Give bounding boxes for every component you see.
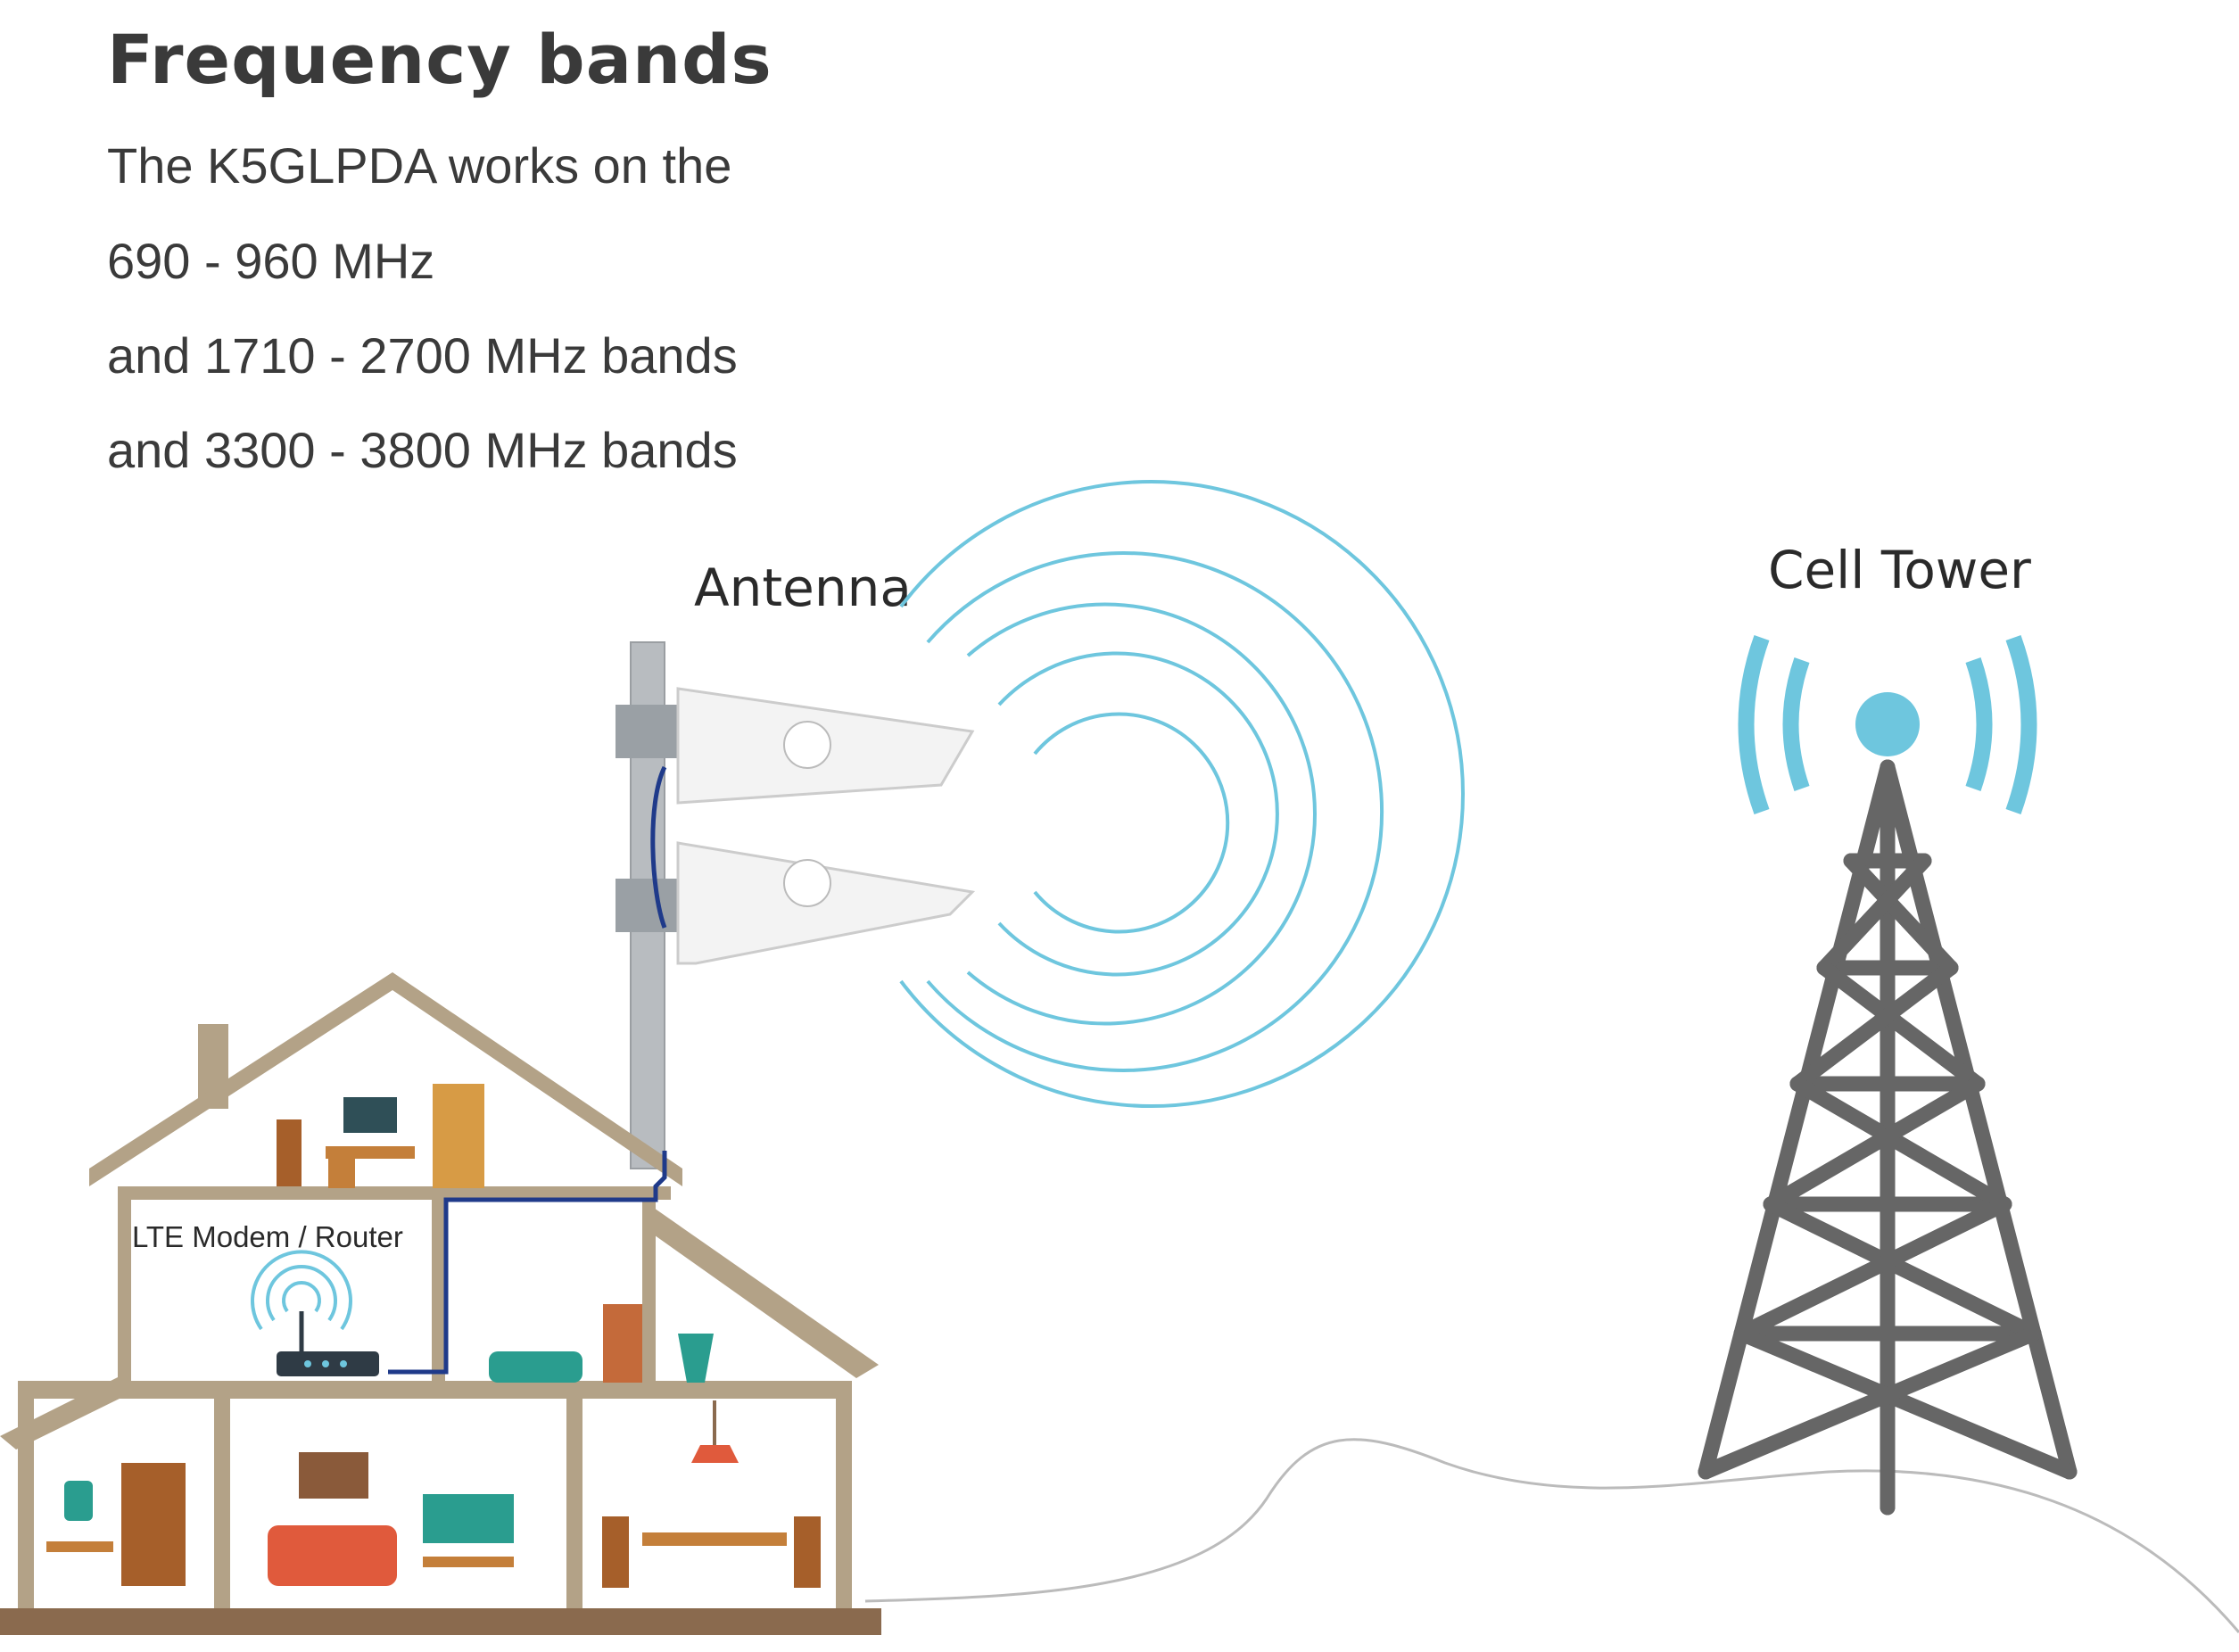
router-label: LTE Modem / Router — [132, 1220, 403, 1253]
description-line-1: The K5GLPDA works on the — [107, 137, 732, 194]
description-line-4: and 3300 - 3800 MHz bands — [107, 422, 738, 478]
house-icon — [0, 972, 881, 1635]
ground-line — [864, 1438, 2239, 1633]
router-icon — [277, 1311, 379, 1376]
antenna-icon — [616, 641, 976, 1169]
cell-tower-icon — [1698, 759, 2078, 1516]
description-line-2: 690 - 960 MHz — [107, 233, 435, 289]
signal-waves-icon — [899, 480, 1465, 1108]
tower-signal-icon — [1738, 634, 2037, 815]
description-line-3: and 1710 - 2700 MHz bands — [107, 327, 738, 384]
cable — [388, 1151, 667, 1375]
wifi-icon — [251, 1250, 352, 1331]
antenna-label: Antenna — [694, 558, 912, 618]
page-title: Frequency bands — [107, 20, 772, 99]
cell-tower-label: Cell Tower — [1768, 540, 2031, 600]
